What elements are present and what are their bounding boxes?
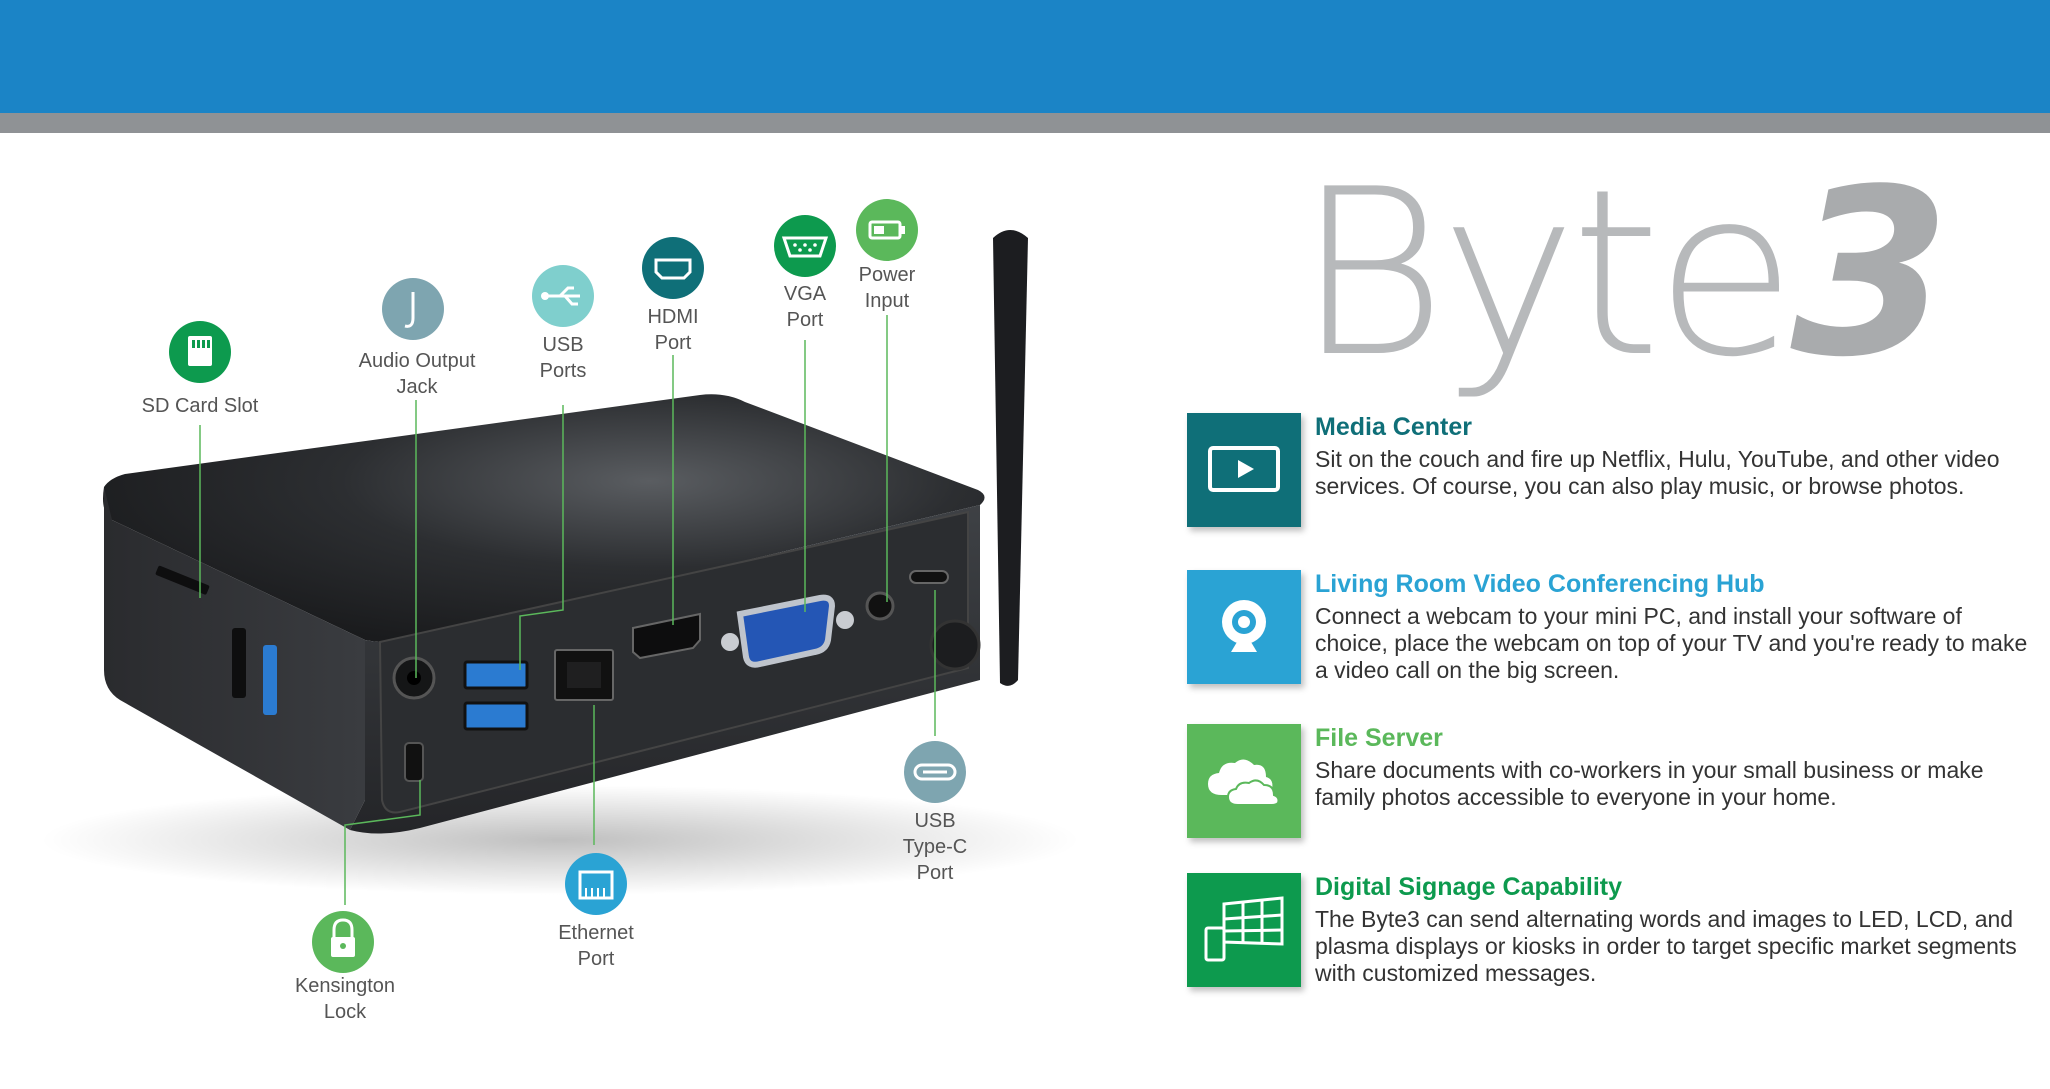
hdmi-jack: [632, 612, 701, 660]
side-usb-2: [263, 645, 277, 715]
vga-icon: [774, 215, 836, 277]
vga-jack: [736, 594, 836, 668]
port-label-vga: VGA Port: [783, 283, 827, 331]
usb-c-jack: [909, 570, 949, 584]
webcam-icon: [1222, 600, 1266, 652]
usb-icon: [532, 265, 594, 327]
hdmi-icon: [642, 237, 704, 299]
feature-title: Digital Signage Capability: [1315, 873, 1622, 901]
usb-port-2: [463, 701, 529, 731]
sd-card-icon: [169, 321, 231, 383]
port-label-kensington: Kensington Lock: [294, 975, 396, 1023]
play-screen-icon: [1208, 446, 1280, 492]
callout-lines: [199, 315, 936, 905]
feature-tile: [1187, 724, 1301, 838]
header-gray-band: [0, 113, 2050, 133]
feature-file-server: File Server Share documents with co-work…: [1187, 724, 2037, 854]
feature-description: Share documents with co-workers in your …: [1315, 757, 1984, 810]
device-illustration: [40, 199, 1080, 973]
feature-title: Media Center: [1315, 413, 1472, 441]
feature-tile: [1187, 570, 1301, 684]
usb-port-1: [463, 660, 529, 690]
logo-name-suffix: 3: [1790, 141, 1951, 408]
feature-description: Connect a webcam to your mini PC, and in…: [1315, 603, 2028, 683]
feature-title: Living Room Video Conferencing Hub: [1315, 570, 1765, 598]
wifi-antenna: [993, 230, 1028, 686]
port-label-sd: SD Card Slot: [141, 395, 259, 417]
feature-media-center: Media Center Sit on the couch and fire u…: [1187, 413, 2037, 543]
port-label-ethernet: Ethernet Port: [558, 922, 634, 970]
port-label-usbc: USB Type-C Port: [902, 810, 968, 884]
feature-description: Sit on the couch and fire up Netflix, Hu…: [1315, 446, 2000, 499]
power-jack: [865, 591, 895, 621]
device-port-panel: [378, 510, 969, 814]
antenna-base: [929, 619, 981, 671]
battery-icon: [856, 199, 918, 261]
port-label-hdmi: HDMI Port: [647, 306, 699, 354]
audio-jack-icon: [382, 278, 444, 340]
feature-title: File Server: [1315, 724, 1443, 752]
header-blue-band: [0, 0, 2050, 113]
sd-slot: [155, 565, 210, 595]
feature-tile: [1187, 413, 1301, 527]
side-usb-1: [232, 628, 246, 698]
ethernet-icon: [565, 853, 627, 915]
logo-name-prefix: Byte: [1296, 141, 1796, 408]
feature-tile: [1187, 873, 1301, 987]
feature-digital-signage: Digital Signage Capability The Byte3 can…: [1187, 873, 2037, 1003]
cloud-icon: [1208, 759, 1280, 806]
port-label-usb: USB Ports: [539, 334, 587, 382]
device-top: [103, 394, 985, 643]
video-wall-icon: [1204, 896, 1284, 962]
port-label-power: Power Input: [858, 264, 916, 312]
product-logo: Byte3: [1296, 150, 1950, 400]
device-shadow: [40, 785, 1080, 895]
lock-icon: [312, 911, 374, 973]
usb-c-icon: [904, 741, 966, 803]
port-label-audio: Audio Output Jack: [358, 350, 476, 398]
feature-description: The Byte3 can send alternating words and…: [1315, 906, 2017, 986]
feature-video-conferencing: Living Room Video Conferencing Hub Conne…: [1187, 570, 2037, 700]
kensington-slot: [404, 742, 424, 782]
